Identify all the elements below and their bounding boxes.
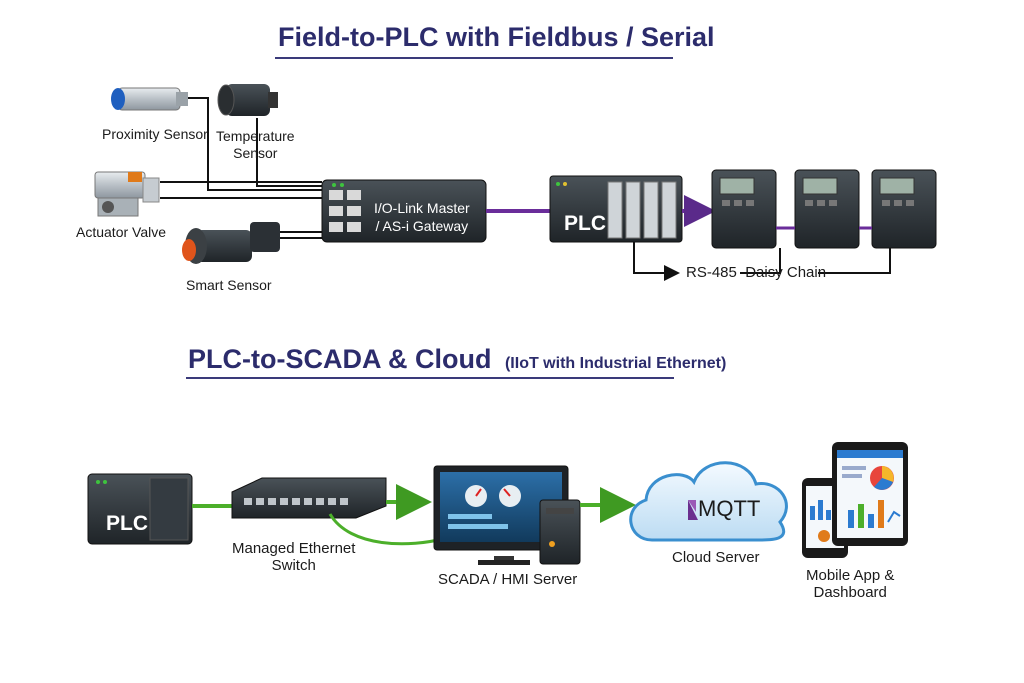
field-wiring [160,97,322,239]
switch-server-cable [328,513,447,546]
section2-title: PLC-to-SCADA & Cloud (IIoT with Industri… [188,344,726,375]
mobile-dashboard-label: Mobile App & Dashboard [806,567,894,601]
actuator-valve-label: Actuator Valve [76,224,167,240]
mqtt-label: MQTT [698,496,761,521]
section2-title-underline [186,377,674,379]
section2-subtitle: (IIoT with Industrial Ethernet) [504,355,727,372]
actuator-valve-icon [94,171,160,217]
temperature-sensor-label-line1: Temperature [216,128,295,144]
section1-title-underline [275,57,673,59]
temperature-sensor-label-line2: Sensor [233,145,278,161]
mobile-dashboard-label-line2: Dashboard [813,584,887,601]
smart-sensor-label: Smart Sensor [186,277,272,293]
rs485-bracket [633,242,891,281]
temperature-sensor-label: Temperature Sensor [216,128,295,162]
vfd-drive-3-icon [871,169,937,249]
cloud-server-label: Cloud Server [672,549,760,566]
plc-controller-icon [87,473,193,545]
gateway-label-line1: I/O-Link Master [374,200,470,216]
mqtt-logo-icon [688,500,698,520]
temperature-sensor-icon [217,84,278,116]
tablet-dashboard-icon [832,442,908,546]
plc-rack-icon [549,175,683,243]
mobile-dashboard-label-line1: Mobile App & [806,567,895,584]
io-link-master-icon [321,179,487,243]
section2-title-main: PLC-to-SCADA & Cloud [188,344,492,374]
proximity-sensor-icon [111,87,188,111]
switch-label-line1: Managed Ethernet [232,540,356,557]
server-tower-icon [539,499,581,565]
vfd-drive-2-icon [794,169,860,249]
switch-label: Managed Ethernet Switch [232,540,355,574]
cloud-server-icon [629,461,788,542]
gateway-label-line2: / AS-i Gateway [375,218,469,234]
gateway-label: I/O-Link Master / AS-i Gateway [374,199,470,235]
plc-label-section1: PLC [564,212,606,235]
proximity-sensor-label: Proximity Sensor [102,126,208,142]
vfd-drive-1-icon [711,169,777,249]
plc-label-section2: PLC [106,512,148,535]
smart-sensor-icon [182,222,280,264]
rs485-daisy-chain-label: RS-485 Daisy Chain [686,264,827,281]
scada-label: SCADA / HMI Server [438,571,578,588]
section1-title: Field-to-PLC with Fieldbus / Serial [278,22,715,52]
switch-label-line2: Switch [271,557,316,574]
ethernet-switch-icon [231,477,387,519]
